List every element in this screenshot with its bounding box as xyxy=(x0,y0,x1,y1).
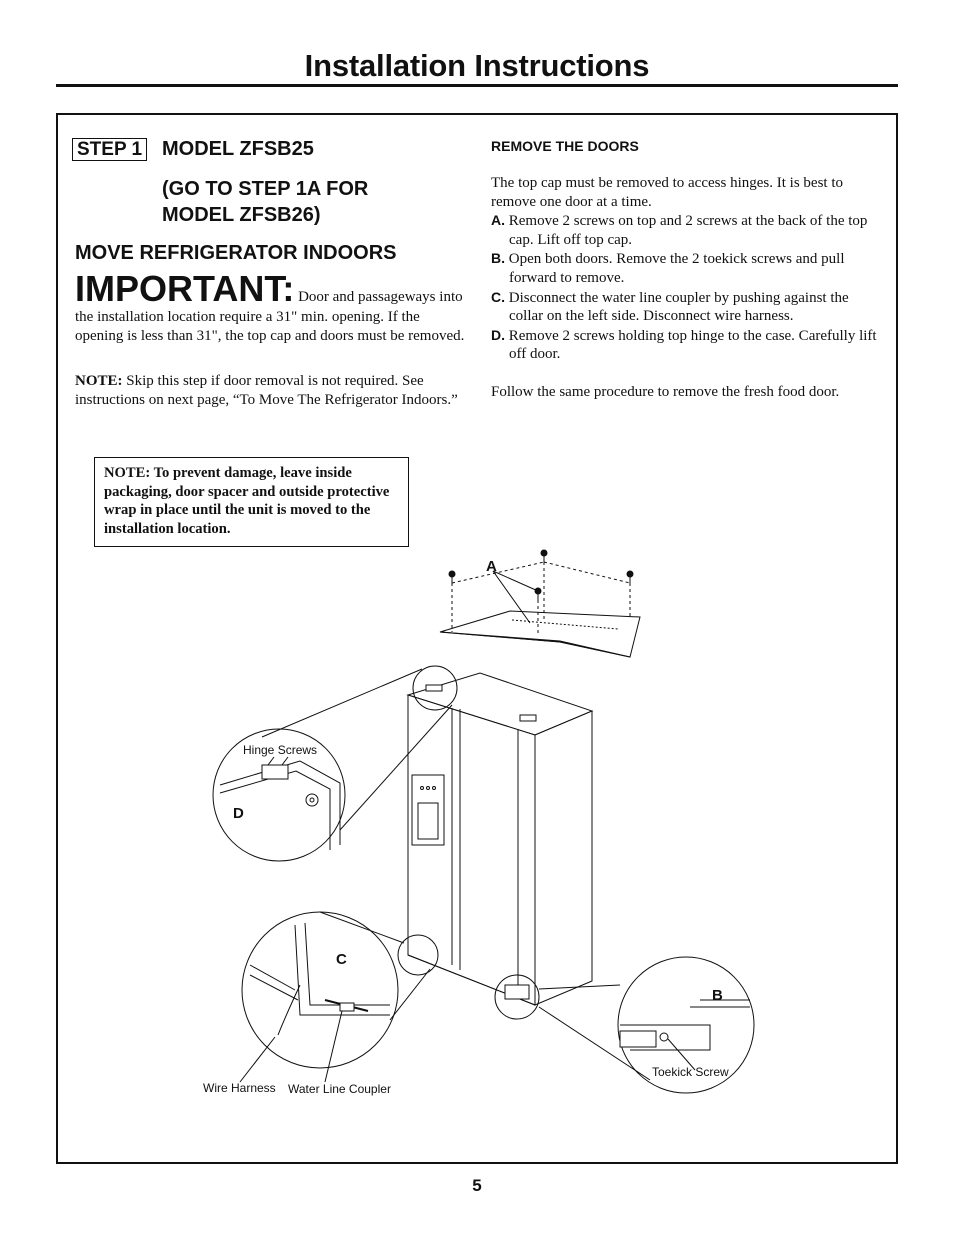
content-frame xyxy=(56,113,898,1164)
goto-line-2: MODEL ZFSB26) xyxy=(162,204,321,226)
detail-c xyxy=(239,911,431,1083)
important-paragraph: IMPORTANT: Door and passageways into the… xyxy=(75,270,467,346)
step-letter-b: B. xyxy=(491,250,505,267)
remove-step-a: A. Remove 2 screws on top and 2 screws a… xyxy=(491,211,883,249)
label-a: A xyxy=(486,558,497,575)
callout-b-source xyxy=(494,974,540,1020)
important-text: Door and passageways into the installati… xyxy=(75,289,465,344)
label-c: C xyxy=(336,951,347,968)
step-letter-c: C. xyxy=(491,288,505,305)
label-d: D xyxy=(233,805,244,822)
step-text-b: Open both doors. Remove the 2 toekick sc… xyxy=(508,251,845,286)
screw-3 xyxy=(626,570,634,583)
label-wire-harness: Wire Harness xyxy=(203,1081,276,1095)
note-paragraph: NOTE: Skip this step if door removal is … xyxy=(75,372,467,410)
remove-step-b: B. Open both doors. Remove the 2 toekick… xyxy=(491,249,883,287)
remove-doors-heading: REMOVE THE DOORS xyxy=(491,138,639,154)
warning-note-box: NOTE: To prevent damage, leave inside pa… xyxy=(94,457,409,547)
detail-b xyxy=(538,956,755,1094)
remove-step-d: D. Remove 2 screws holding top hinge to … xyxy=(491,326,883,364)
top-cap-illustration xyxy=(439,549,641,658)
refrigerator-illustration xyxy=(406,672,594,1006)
label-b: B xyxy=(712,987,723,1004)
screw-2 xyxy=(540,549,548,562)
move-heading: MOVE REFRIGERATOR INDOORS xyxy=(75,242,397,264)
step-text-c: Disconnect the water line coupler by pus… xyxy=(508,289,849,325)
note-text: Skip this step if door removal is not re… xyxy=(75,373,458,408)
page-number: 5 xyxy=(472,1176,482,1195)
step-letter-d: D. xyxy=(491,326,505,343)
step-text-d: Remove 2 screws holding top hinge to the… xyxy=(508,327,877,363)
important-label: IMPORTANT: xyxy=(75,268,295,309)
remove-doors-body: The top cap must be removed to access hi… xyxy=(491,174,883,401)
title-rule xyxy=(56,84,898,87)
step-badge: STEP 1 xyxy=(72,138,148,161)
callout-d-source xyxy=(412,665,458,711)
remove-intro: The top cap must be removed to access hi… xyxy=(491,175,843,210)
label-toekick-screw: Toekick Screw xyxy=(652,1065,729,1079)
step-heading: STEP 1 MODEL ZFSB25 xyxy=(72,138,472,164)
page-title: Installation Instructions xyxy=(304,48,650,83)
detail-d xyxy=(212,668,453,862)
label-water-line-coupler: Water Line Coupler xyxy=(288,1082,391,1096)
note-label: NOTE: xyxy=(75,373,123,389)
door-removal-diagram: A D C B Hinge Screws Toekick Screw Wire … xyxy=(203,549,755,1096)
step-model: MODEL ZFSB25 xyxy=(162,138,314,160)
remove-step-c: C. Disconnect the water line coupler by … xyxy=(491,288,883,326)
label-hinge-screws: Hinge Screws xyxy=(243,743,317,757)
step-text-a: Remove 2 screws on top and 2 screws at t… xyxy=(508,213,868,248)
callout-c-source xyxy=(397,934,439,976)
follow-paragraph: Follow the same procedure to remove the … xyxy=(491,383,840,400)
goto-line-1: (GO TO STEP 1A FOR xyxy=(162,178,369,200)
step-letter-a: A. xyxy=(491,212,505,229)
screw-1 xyxy=(448,570,456,583)
step-goto-note: (GO TO STEP 1A FOR MODEL ZFSB26) xyxy=(162,176,462,228)
